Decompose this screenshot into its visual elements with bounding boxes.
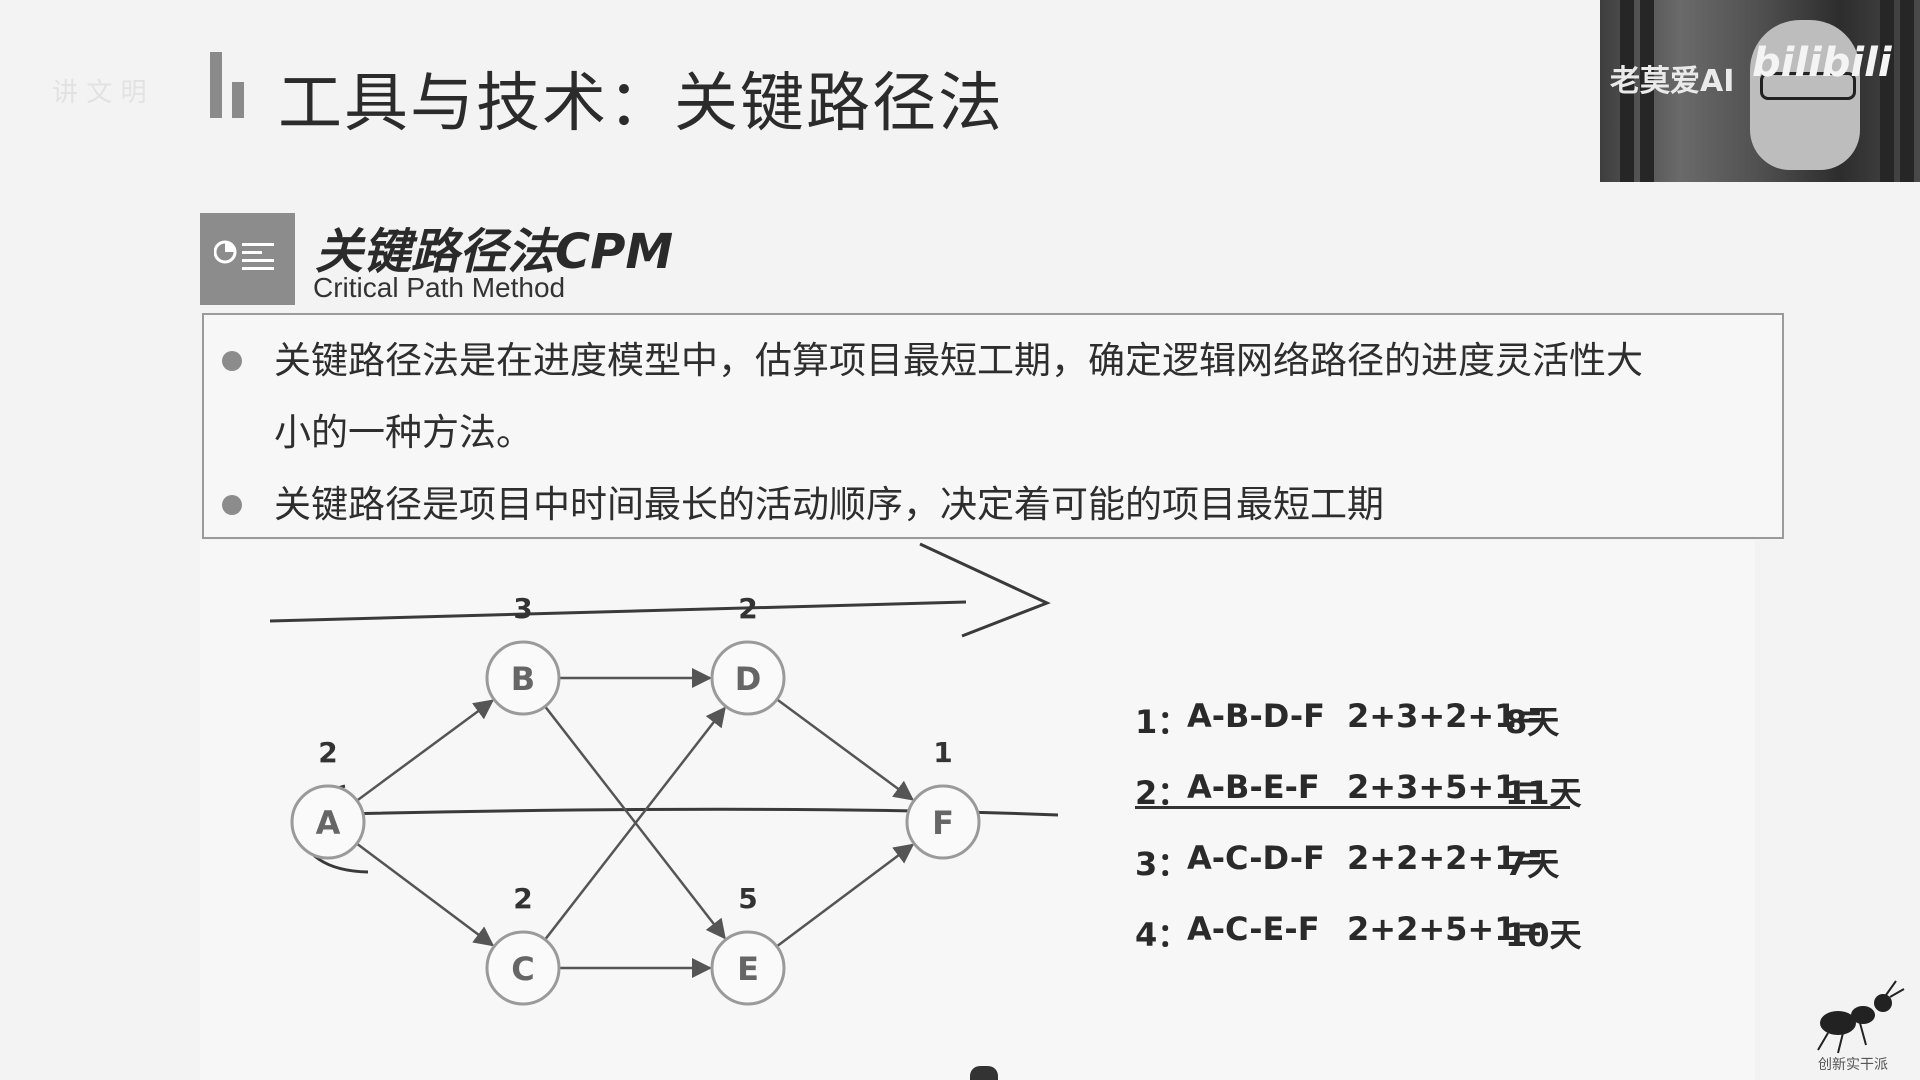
critical-path-underline: [1135, 806, 1570, 809]
faint-watermark-label: 讲 文 明: [52, 78, 147, 108]
node-duration-B: 3: [513, 592, 532, 625]
bilibili-logo: bilibili: [1752, 40, 1892, 86]
node-label-F: F: [932, 804, 954, 842]
node-duration-C: 2: [513, 882, 532, 915]
annotation-arrow-line: [269, 600, 967, 623]
node-label-C: C: [511, 950, 534, 988]
ant-logo-icon: [1817, 980, 1905, 1054]
node-label-B: B: [511, 660, 535, 698]
node-F: [905, 784, 981, 860]
node-C: [485, 930, 561, 1006]
definition-bullet-2: 关键路径是项目中时间最长的活动顺序，决定着可能的项目最短工期: [274, 483, 1384, 526]
edge-A-B: [356, 699, 495, 802]
annotation-arrow-head: [919, 542, 1051, 638]
path-no: 1：: [1135, 703, 1190, 741]
node-B: [485, 640, 561, 716]
path-calc: 2+3+5+1=: [1347, 768, 1544, 806]
node-duration-F: 1: [933, 736, 952, 769]
node-duration-D: 2: [738, 592, 757, 625]
path-total: 11天: [1505, 774, 1582, 812]
path-no: 3：: [1135, 845, 1190, 883]
path-calc: 2+3+2+1=: [1347, 697, 1544, 735]
edge-D-F: [776, 698, 915, 801]
page-title: 工具与技术：关键路径法: [278, 67, 1004, 141]
node-label-A: A: [316, 804, 341, 842]
path-route: A-C-E-F: [1187, 910, 1320, 948]
node-label-D: D: [735, 660, 762, 698]
section-subtitle: Critical Path Method: [313, 272, 566, 303]
edge-E-F: [776, 843, 915, 948]
node-label-E: E: [737, 950, 759, 988]
edge-C-D: [544, 706, 726, 941]
definition-bullet-1-line-1: 关键路径法是在进度模型中，估算项目最短工期，确定逻辑网络路径的进度灵活性大: [274, 339, 1643, 382]
path-total: 7天: [1505, 845, 1560, 883]
node-D: [710, 640, 786, 716]
definition-box: 关键路径法是在进度模型中，估算项目最短工期，确定逻辑网络路径的进度灵活性大 小的…: [202, 313, 1784, 539]
node-A: [290, 784, 366, 860]
path-total: 8天: [1505, 703, 1560, 741]
title-bar-icon: [210, 52, 254, 118]
bullet-dot: [222, 495, 242, 515]
presenter-face: [1750, 20, 1860, 170]
webcam-overlay: 老莫爱AI bilibili: [1600, 0, 1920, 182]
node-duration-E: 5: [738, 882, 757, 915]
mouse-cursor: [970, 1066, 998, 1080]
glasses-icon: [1760, 72, 1856, 100]
path-calc: 2+2+2+1=: [1347, 839, 1544, 877]
streamer-name: 老莫爱AI: [1610, 64, 1735, 99]
pie-chart-list-icon: [200, 213, 295, 305]
definition-bullet-1-line-2: 小的一种方法。: [274, 411, 533, 454]
bullet-dot: [222, 351, 242, 371]
path-route: A-B-E-F: [1187, 768, 1320, 806]
path-total: 10天: [1505, 916, 1582, 954]
path-calc: 2+2+5+1=: [1347, 910, 1544, 948]
section-heading: 关键路径法CPM: [315, 224, 674, 280]
path-no: 4：: [1135, 916, 1190, 954]
node-E: [710, 930, 786, 1006]
path-route: A-B-D-F: [1187, 697, 1326, 735]
path-no: 2：: [1135, 774, 1190, 812]
logo-text: 创新实干派: [1818, 1057, 1888, 1073]
node-duration-A: 2: [318, 736, 337, 769]
edge-A-C: [356, 842, 495, 947]
path-route: A-C-D-F: [1187, 839, 1325, 877]
